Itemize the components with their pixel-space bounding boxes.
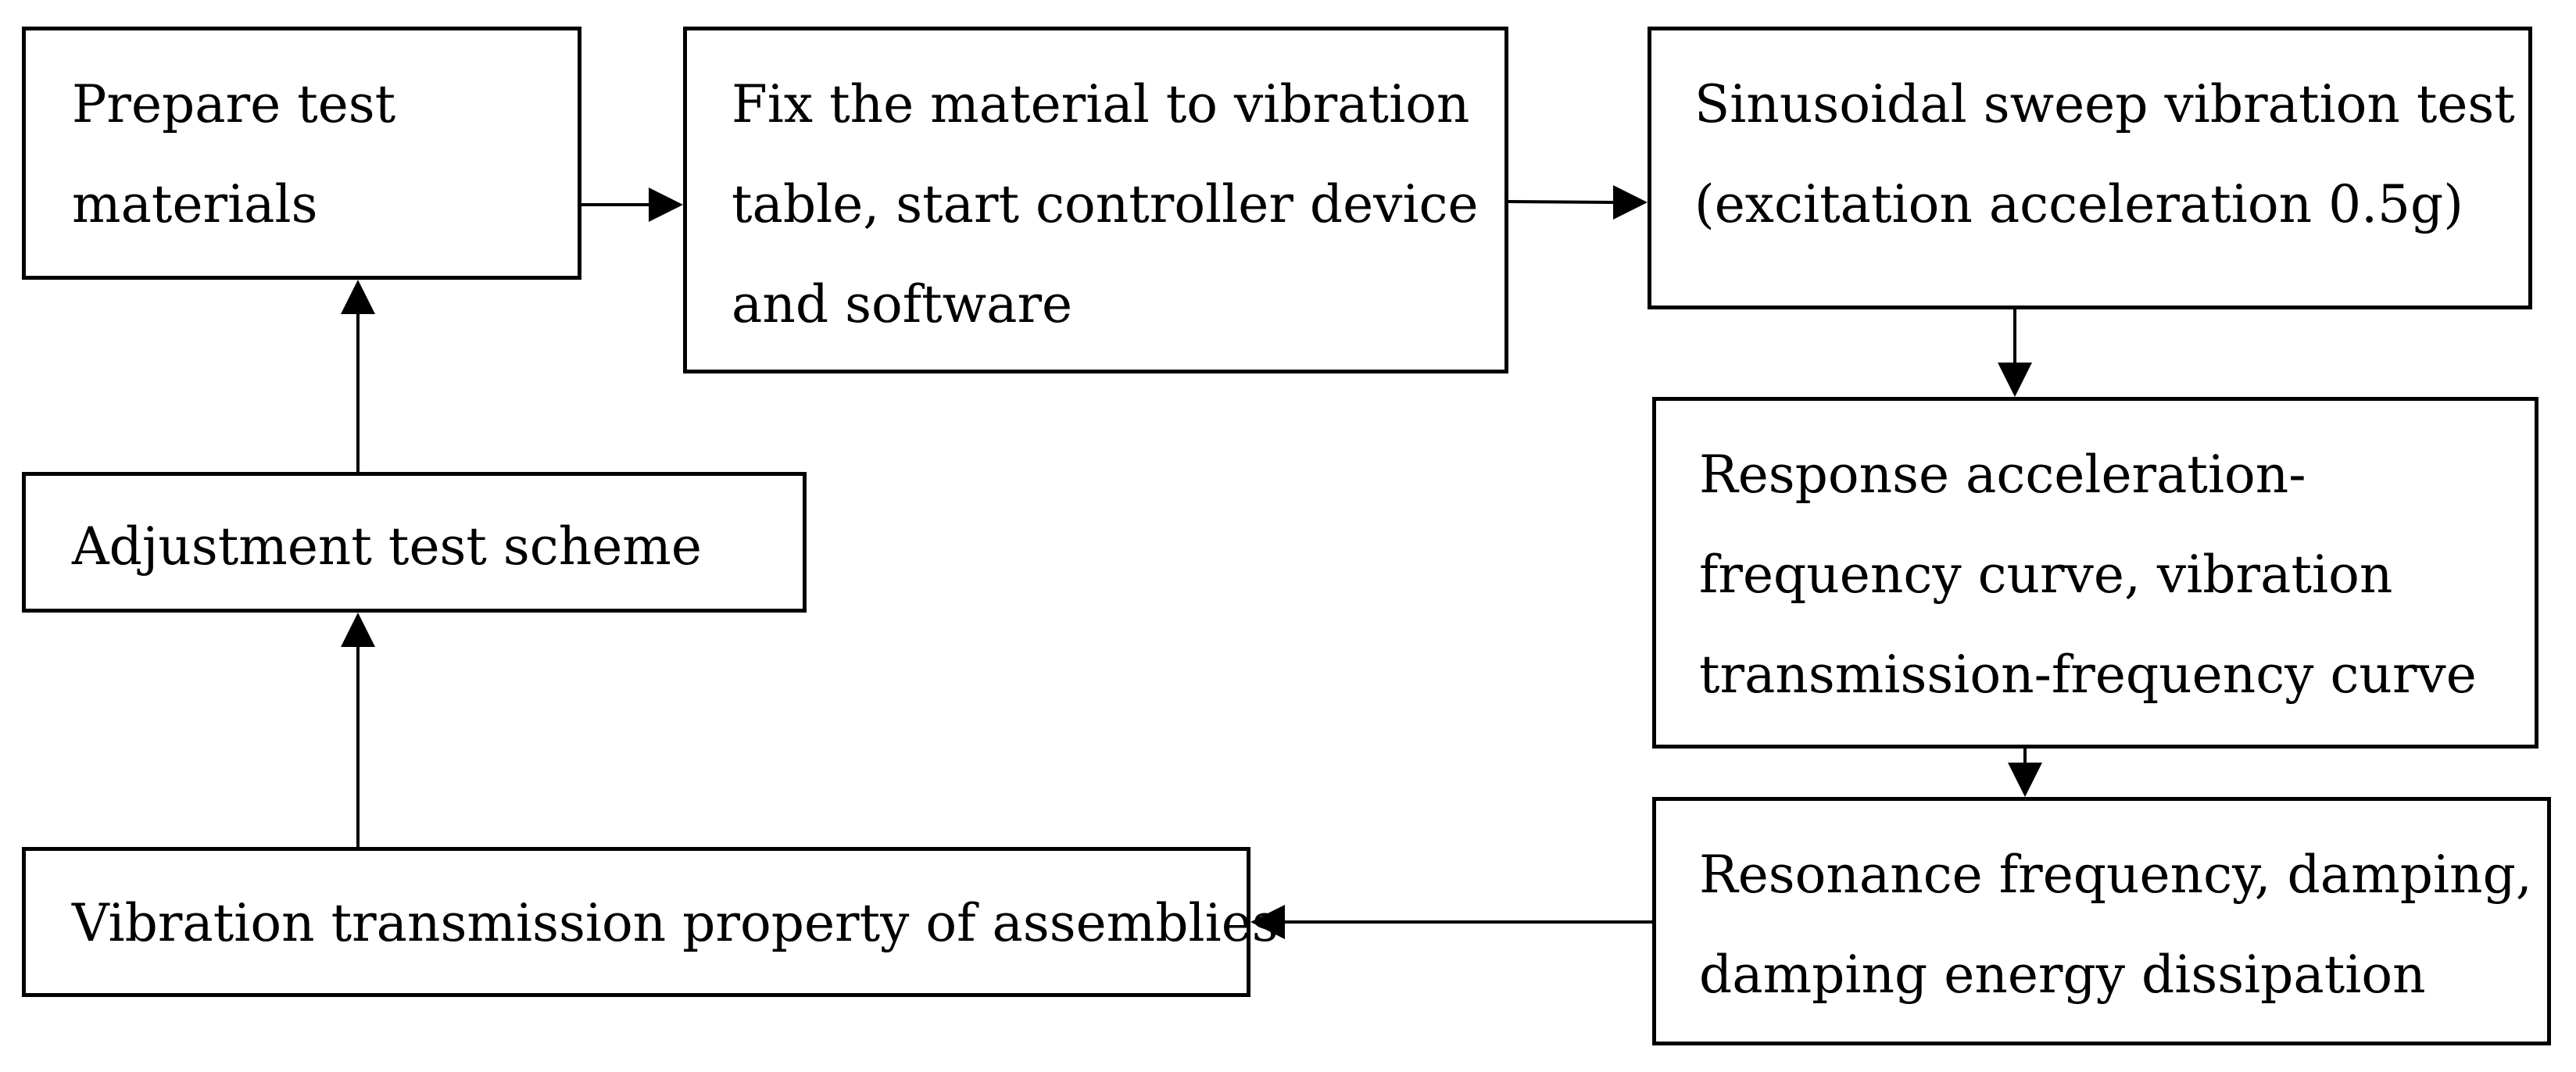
node-resonance-label: Resonance frequency, damping, damping en… bbox=[1699, 825, 2532, 1025]
arrowhead-down-icon bbox=[1998, 363, 2032, 397]
node-response-curves bbox=[1652, 397, 2538, 749]
arrowhead-up-icon bbox=[341, 280, 375, 314]
node-adjust-label: Adjustment test scheme bbox=[72, 497, 702, 597]
node-response-label: Response acceleration- frequency curve, … bbox=[1699, 425, 2477, 725]
node-fix-label: Fix the material to vibration table, sta… bbox=[732, 55, 1479, 355]
node-response-line-2: frequency curve, vibration bbox=[1699, 545, 2393, 605]
node-transmission-label: Vibration transmission property of assem… bbox=[72, 874, 1279, 974]
node-resonance-line-1: Resonance frequency, damping, bbox=[1699, 845, 2532, 905]
node-adjust-line-1: Adjustment test scheme bbox=[72, 516, 702, 577]
node-prepare-line-2: materials bbox=[72, 174, 318, 234]
node-prepare-label: Prepare test materials bbox=[72, 55, 528, 255]
node-resonance-line-2: damping energy dissipation bbox=[1699, 945, 2426, 1005]
node-sweep-label: Sinusoidal sweep vibration test (excitat… bbox=[1694, 55, 2515, 255]
node-prepare-word-1: Prepare bbox=[72, 74, 281, 134]
node-fix-line-1: Fix the material to vibration bbox=[732, 74, 1470, 134]
arrowhead-down-icon bbox=[2008, 763, 2042, 797]
node-sinusoidal-sweep bbox=[1648, 27, 2532, 309]
arrowhead-left-icon bbox=[1250, 905, 1285, 939]
node-prepare-word-2: test bbox=[297, 74, 396, 134]
node-resonance-damping bbox=[1652, 797, 2551, 1045]
node-vibration-transmission bbox=[22, 847, 1250, 997]
node-response-line-3: transmission-frequency curve bbox=[1699, 645, 2477, 705]
node-adjustment-scheme bbox=[22, 472, 807, 613]
node-fix-line-2: table, start controller device bbox=[732, 174, 1479, 234]
node-fix-line-3: and software bbox=[732, 274, 1073, 334]
arrowhead-up-icon bbox=[341, 613, 375, 647]
node-fix-material bbox=[683, 27, 1508, 373]
node-sweep-line-1: Sinusoidal sweep vibration test bbox=[1694, 74, 2515, 134]
node-sweep-line-2: (excitation acceleration 0.5g) bbox=[1694, 174, 2464, 234]
arrowhead-right-icon bbox=[649, 188, 683, 222]
node-response-line-1: Response acceleration- bbox=[1699, 445, 2306, 505]
node-transmission-line-1: Vibration transmission property of assem… bbox=[72, 893, 1279, 953]
arrowhead-right-icon bbox=[1613, 185, 1648, 220]
node-prepare-test-materials bbox=[22, 27, 581, 280]
